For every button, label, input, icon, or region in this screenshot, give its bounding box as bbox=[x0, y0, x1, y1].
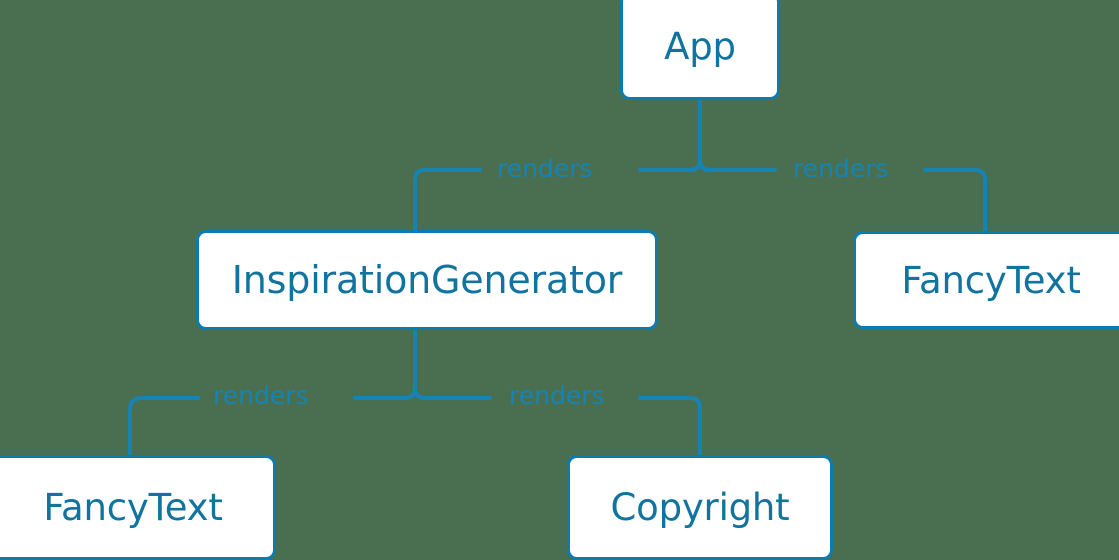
node-app-label: App bbox=[664, 24, 736, 68]
node-fancytext-left[interactable]: FancyText bbox=[0, 455, 276, 560]
node-copyright-label: Copyright bbox=[610, 486, 790, 529]
edge-label-app-fancytext: renders bbox=[793, 154, 889, 183]
node-inspirationgenerator-label: InspirationGenerator bbox=[231, 258, 623, 302]
node-app[interactable]: App bbox=[620, 0, 780, 100]
edge-app-trunk-right bbox=[698, 158, 712, 172]
node-fancytext-right-label: FancyText bbox=[901, 258, 1081, 302]
edge-label-inspirationgenerator-fancytext: renders bbox=[213, 381, 309, 410]
edge-app-trunk bbox=[688, 98, 702, 172]
node-fancytext-right[interactable]: FancyText bbox=[853, 231, 1119, 329]
node-copyright[interactable]: Copyright bbox=[567, 455, 833, 560]
node-inspirationgenerator[interactable]: InspirationGenerator bbox=[196, 230, 658, 330]
edge-inspgen-trunk-right bbox=[413, 386, 427, 400]
node-fancytext-left-label: FancyText bbox=[43, 486, 223, 529]
edge-inspgen-trunk bbox=[403, 328, 417, 400]
edge-label-inspirationgenerator-copyright: renders bbox=[509, 381, 605, 410]
edge-label-app-inspirationgenerator: renders bbox=[497, 154, 593, 183]
